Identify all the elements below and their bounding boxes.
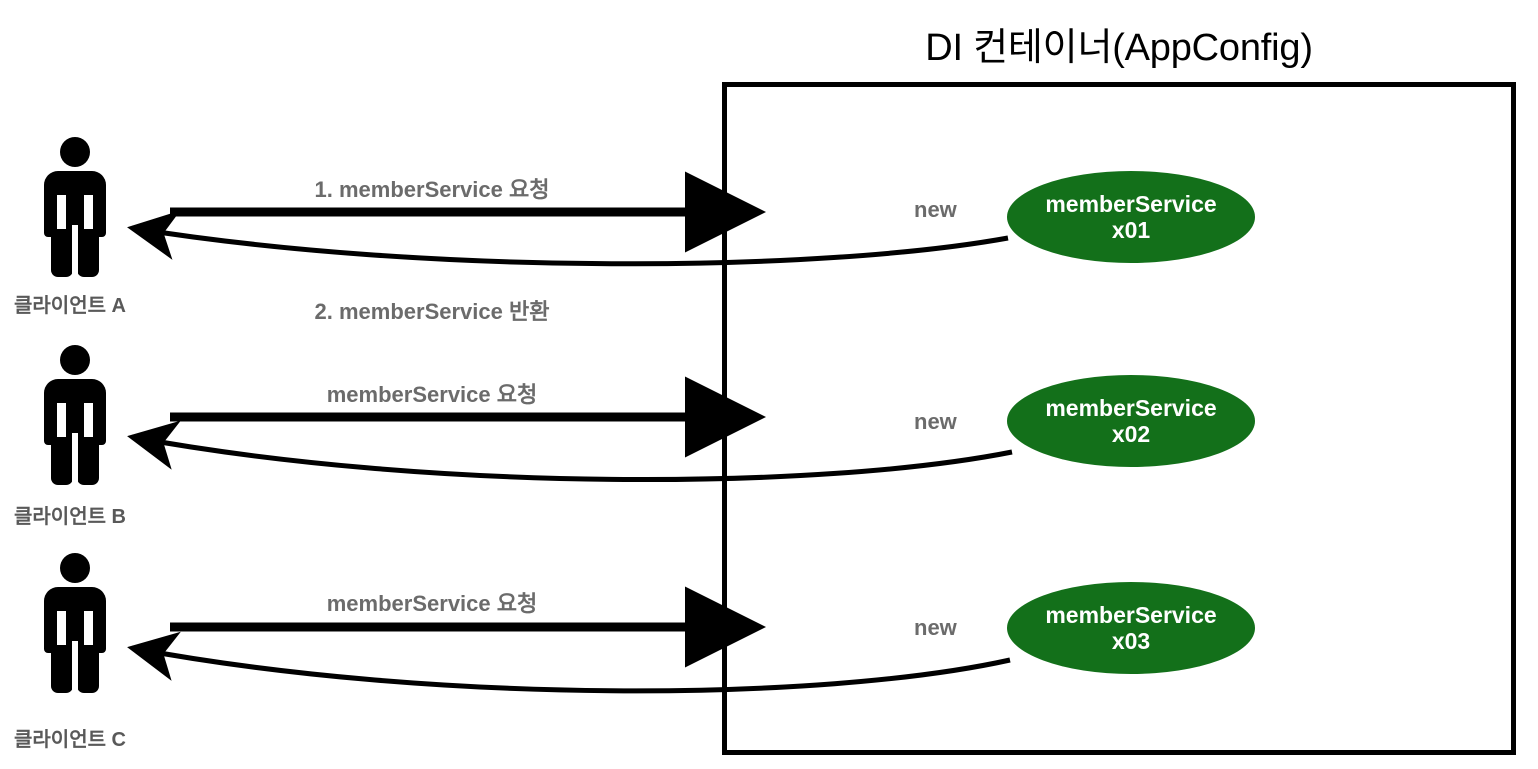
actor-label-client-a: 클라이언트 A — [14, 295, 126, 317]
actor-client-c — [44, 553, 106, 693]
request-label-b: memberService 요청 — [326, 382, 538, 407]
bean-line1: memberService — [1045, 190, 1217, 217]
actor-head-icon — [60, 553, 90, 583]
actor-label-client-b: 클라이언트 B — [14, 506, 126, 528]
actor-leg-gap — [72, 641, 78, 693]
actor-head-icon — [60, 345, 90, 375]
actor-leg-gap — [72, 433, 78, 485]
actor-client-a — [44, 137, 106, 277]
bean-member-service-x03: memberService x03 — [1007, 582, 1255, 674]
request-label-a: 1. memberService 요청 — [314, 177, 550, 202]
actor-client-b — [44, 345, 106, 485]
bean-line2: x03 — [1111, 628, 1151, 654]
actor-leg-left — [51, 645, 73, 693]
bean-line1: memberService — [1045, 394, 1217, 421]
actor-arm-gap-right — [84, 403, 93, 447]
actor-leg-right — [77, 645, 99, 693]
actor-arm-gap-right — [84, 611, 93, 655]
return-label-a: 2. memberService 반환 — [314, 299, 550, 324]
actor-leg-right — [77, 229, 99, 277]
actor-leg-left — [51, 229, 73, 277]
actor-label-client-c: 클라이언트 C — [14, 729, 126, 751]
bean-member-service-x01: memberService x01 — [1007, 171, 1255, 263]
actor-arm-gap-left — [57, 195, 66, 239]
new-label-a: new — [914, 197, 957, 222]
bean-line2: x01 — [1111, 217, 1151, 243]
bean-line2: x02 — [1111, 421, 1151, 447]
actor-leg-left — [51, 437, 73, 485]
actor-leg-right — [77, 437, 99, 485]
bean-line1: memberService — [1045, 601, 1217, 628]
new-label-b: new — [914, 409, 957, 434]
actor-arm-gap-right — [84, 195, 93, 239]
request-label-c: memberService 요청 — [326, 591, 538, 616]
new-label-c: new — [914, 615, 957, 640]
actor-arm-gap-left — [57, 611, 66, 655]
actor-arm-gap-left — [57, 403, 66, 447]
actor-head-icon — [60, 137, 90, 167]
actor-leg-gap — [72, 225, 78, 277]
container-title: DI 컨테이너(AppConfig) — [925, 27, 1313, 69]
bean-member-service-x02: memberService x02 — [1007, 375, 1255, 467]
